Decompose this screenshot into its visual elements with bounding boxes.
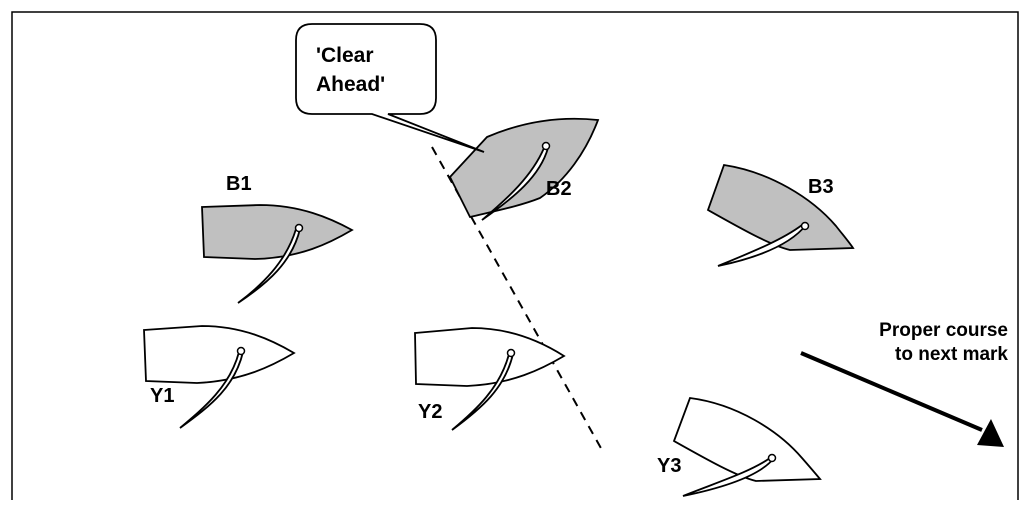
- boat-b3-hull: [706, 163, 855, 251]
- boat-b3: B3: [706, 163, 855, 267]
- arrow-down-right-icon: [977, 419, 1004, 447]
- callout-text-line2: Ahead': [316, 73, 385, 96]
- boat-y2: Y2: [414, 327, 566, 431]
- boat-y3-sail: [682, 457, 776, 497]
- boat-b1-sail: [237, 228, 302, 304]
- proper-course-indicator: Proper course to next mark: [800, 320, 1008, 447]
- boat-b1: B1: [201, 173, 354, 304]
- course-text-line1: Proper course: [879, 320, 1008, 341]
- boat-y2-sail: [451, 353, 515, 431]
- course-text-line2: to next mark: [895, 344, 1008, 365]
- boat-y2-hull: [414, 327, 566, 387]
- boat-b1-mast: [294, 223, 304, 233]
- boat-b3-sail: [717, 224, 808, 267]
- clear-ahead-callout: 'Clear Ahead': [295, 23, 485, 153]
- boat-y1-sail: [179, 351, 245, 429]
- boat-y2-mast: [506, 348, 516, 358]
- boat-y1-label: Y1: [150, 385, 174, 407]
- boat-b2-mast: [541, 141, 551, 151]
- boat-y3-mast: [767, 453, 777, 463]
- boat-b3-mast: [800, 221, 810, 231]
- boat-y1-mast: [236, 346, 246, 356]
- callout-text-line1: 'Clear: [316, 44, 374, 67]
- boat-b1-label: B1: [226, 173, 252, 195]
- boat-y3-label: Y3: [657, 455, 681, 477]
- clear-ahead-line: [431, 146, 603, 451]
- boat-b1-hull: [201, 204, 354, 260]
- boat-b2-sail: [481, 147, 550, 221]
- frame-border: [11, 11, 1019, 500]
- boat-y1-hull: [143, 325, 296, 384]
- boat-b2-label: B2: [546, 178, 572, 200]
- boat-y2-label: Y2: [418, 401, 442, 423]
- boat-b2-hull: [448, 117, 600, 219]
- boat-b3-label: B3: [808, 176, 834, 198]
- boat-y3: Y3: [657, 397, 822, 497]
- boat-y1: Y1: [143, 325, 296, 429]
- course-arrow-shaft: [800, 351, 983, 432]
- boat-b2: B2: [448, 117, 600, 221]
- callout-bubble: [295, 23, 485, 153]
- boat-y3-hull: [672, 397, 822, 482]
